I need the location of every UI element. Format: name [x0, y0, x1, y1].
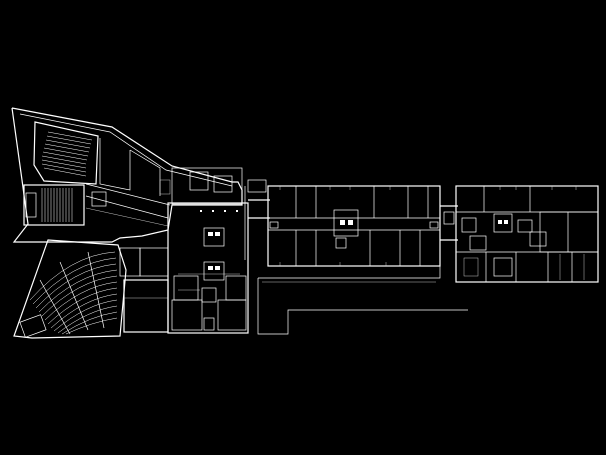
core-lower-room [171, 299, 203, 331]
core-stair-2 [213, 175, 233, 193]
east-wing [455, 185, 599, 283]
core-stair-3 [201, 287, 217, 303]
connector-room [247, 179, 267, 193]
east-wing-large-room [539, 211, 599, 253]
middle-wing-stair [333, 209, 359, 237]
ew-stair-2 [517, 219, 533, 233]
auditorium-aisle-2 [87, 251, 105, 329]
main-auditorium [13, 239, 169, 339]
core-room-east [225, 275, 247, 301]
core-lift-1 [203, 227, 225, 247]
lift-2-fill [208, 266, 213, 270]
wedge-top-rooms-2 [129, 149, 161, 196]
auditorium-seating [29, 251, 118, 335]
middle-hall-seating [41, 188, 73, 222]
wedge-corridor-line [85, 183, 171, 206]
middle-hall-stage [25, 192, 37, 218]
upper-lecture-hall [33, 121, 99, 185]
wedge-top-rooms [99, 138, 131, 191]
ew-lift-fill-2 [504, 220, 508, 224]
auditorium-stage [19, 314, 47, 338]
ew-room-small [529, 231, 547, 247]
site-boundary [257, 266, 468, 335]
site-boundary-step [257, 278, 468, 335]
ew-room-small-3 [493, 257, 513, 277]
core-stair-1 [189, 171, 209, 191]
connector-east [440, 205, 458, 241]
upper-hall-seating [41, 131, 93, 177]
site-boundary-outer [258, 266, 441, 279]
east-wing-stair [493, 213, 513, 233]
middle-wing-outline [267, 185, 441, 267]
mw-small-room-2 [429, 221, 439, 229]
wedge-small-room [91, 191, 107, 207]
auditorium-side-room-2 [139, 247, 169, 277]
mw-stair-small [335, 237, 347, 249]
middle-wing-mullions [279, 186, 391, 266]
central-core-outline [167, 202, 249, 334]
ew-room-small-4 [463, 257, 479, 277]
middle-wing [267, 185, 441, 267]
lift-1-fill-2 [215, 232, 220, 236]
middle-lecture-hall [23, 184, 85, 226]
central-core [167, 167, 249, 334]
auditorium-aisle-3 [39, 279, 71, 335]
core-stair-4 [203, 317, 215, 331]
mw-lift-fill-2 [348, 220, 353, 225]
core-lift-2 [203, 261, 225, 281]
ew-room-small-2 [469, 235, 487, 251]
wedge-small-room-2 [159, 179, 171, 195]
connector-east-room [443, 211, 455, 225]
wedge-inner-line [19, 113, 233, 187]
west-wedge-wing [11, 107, 243, 243]
lift-2-fill-2 [215, 266, 220, 270]
east-wing-mullions [499, 186, 585, 280]
core-columns [200, 210, 238, 212]
auditorium-backstage-room [123, 279, 169, 333]
core-lower-room-2 [217, 299, 247, 331]
core-upper-block [171, 167, 243, 205]
wedge-corridor-line-2 [85, 195, 169, 219]
auditorium-aisle-1 [59, 261, 89, 331]
east-wing-outline [455, 185, 599, 283]
mw-lift-fill [340, 220, 345, 225]
core-room-west [173, 275, 199, 301]
lift-1-fill [208, 232, 213, 236]
auditorium-outline [13, 239, 127, 339]
connector-bridge [247, 179, 270, 219]
mw-small-room [269, 221, 279, 229]
ew-stair-3 [461, 217, 477, 233]
wedge-outline [11, 107, 243, 243]
ew-lift-fill [498, 220, 502, 224]
wedge-corridor-line-3 [85, 207, 169, 227]
